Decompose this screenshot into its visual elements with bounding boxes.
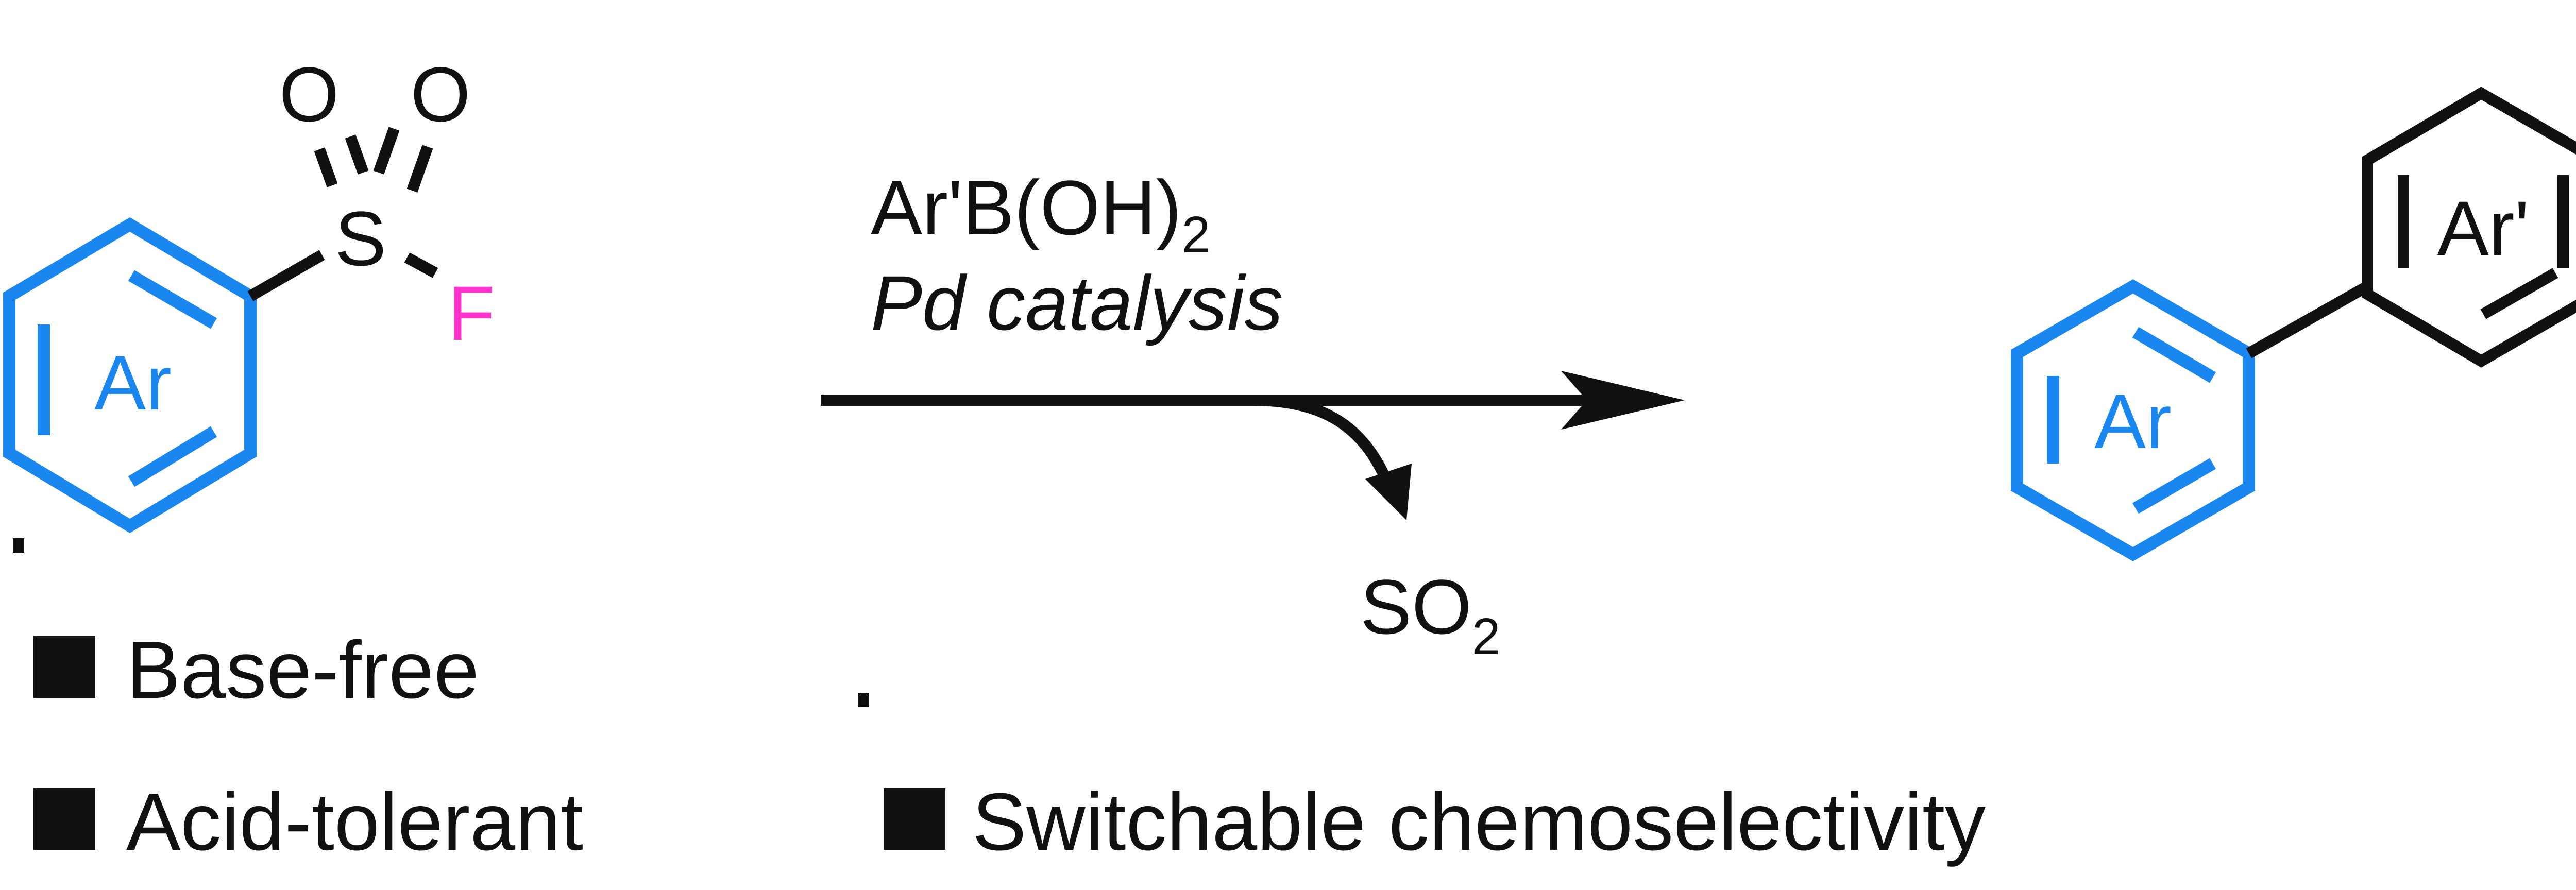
oxygen-atom: O (279, 51, 340, 138)
s-o-double-bond (373, 127, 400, 175)
byproduct-curved-arrow (1251, 395, 1392, 482)
artifact-dot (13, 538, 24, 553)
bullet-square-icon (33, 636, 95, 698)
feature-item: Base-free (33, 625, 479, 715)
arrow-head (1561, 371, 1685, 430)
aryl-prime-ring (2362, 87, 2576, 368)
aryl-label: Ar (94, 339, 172, 426)
byproduct-arrow-head (1365, 464, 1412, 520)
c-s-bond (247, 250, 325, 301)
aryl-prime-label: Ar' (2437, 185, 2530, 271)
feature-label: Acid-tolerant (126, 777, 583, 867)
biaryl-product: Ar Ar' (2011, 87, 2576, 561)
aryl-double-bond (2132, 458, 2216, 514)
aryl-sulfonyl-fluoride: Ar S O O F (3, 51, 495, 534)
aryl-prime-double-bond (2480, 268, 2558, 319)
s-f-bond (404, 252, 438, 278)
bullet-square-icon (884, 788, 945, 850)
catalyst-label: Pd catalysis (871, 260, 1283, 346)
s-o-double-bond (314, 147, 338, 187)
sulfur-atom: S (335, 195, 386, 282)
aryl-double-bond (128, 270, 217, 329)
aryl-label: Ar (2094, 378, 2172, 465)
aryl-double-bond (2132, 327, 2216, 383)
byproduct-label: SO2 (1360, 563, 1500, 665)
s-o-double-bond (406, 145, 433, 193)
reagent-label: Ar'B(OH)2 (871, 164, 1210, 264)
biaryl-bond (2246, 281, 2370, 358)
aryl-double-bond (128, 426, 217, 487)
reaction-arrow: Ar'B(OH)2 Pd catalysis SO2 (821, 164, 1685, 665)
fluorine-atom: F (448, 270, 495, 356)
feature-label: Base-free (126, 625, 479, 715)
feature-item: Switchable chemoselectivity (884, 777, 1986, 867)
feature-list: Base-free Acid-tolerant Switchable chemo… (13, 538, 1986, 867)
s-o-double-bond (345, 134, 369, 175)
artifact-dot (858, 693, 869, 707)
feature-label: Switchable chemoselectivity (972, 777, 1986, 867)
oxygen-atom: O (411, 51, 471, 138)
feature-item: Acid-tolerant (33, 777, 583, 867)
bullet-square-icon (33, 788, 95, 850)
